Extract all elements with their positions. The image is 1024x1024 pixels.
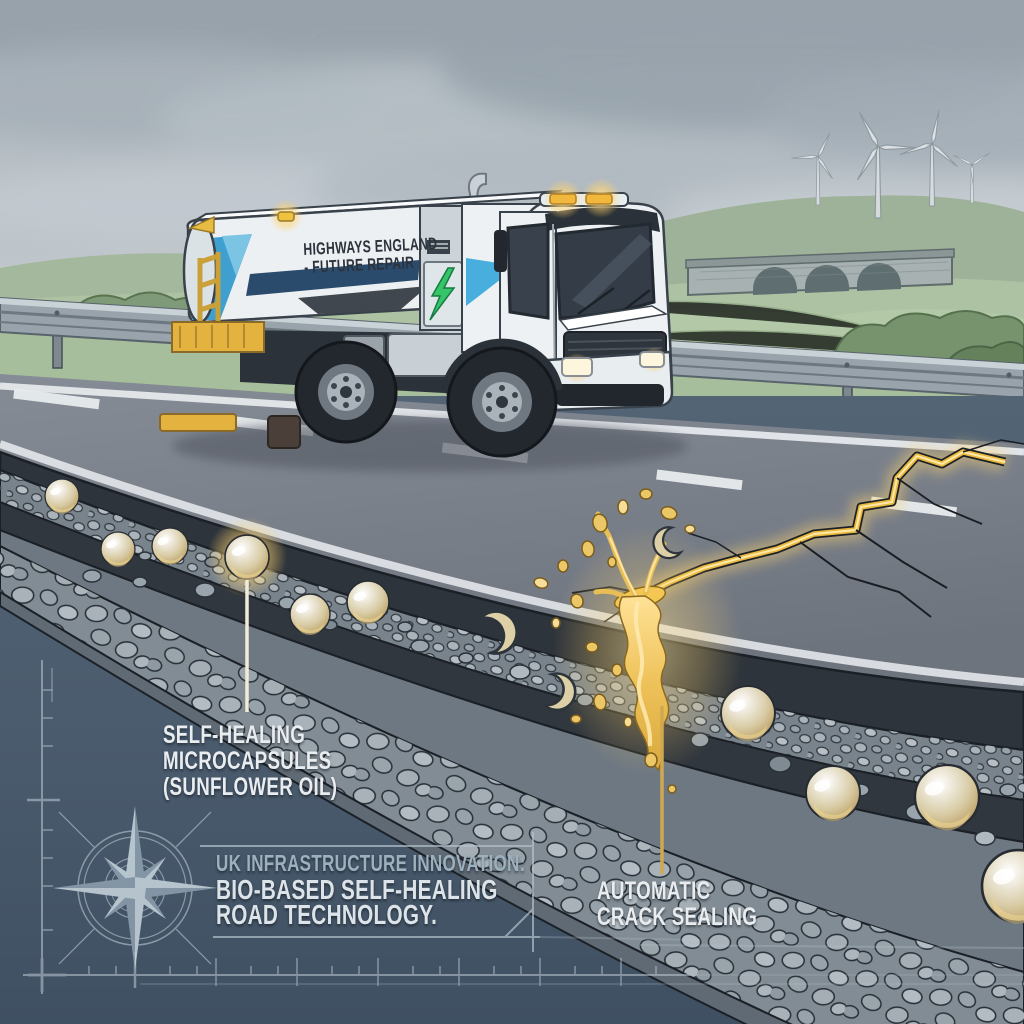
truck-rear-wheel [294,340,398,444]
crack-sealing-callout: AUTOMATIC CRACK SEALING [597,878,757,930]
bumper-insert [556,384,664,406]
crack-sealing-callout-line1: AUTOMATIC [597,877,711,905]
rear-access-ladder [159,252,265,432]
headlight [561,357,593,377]
amber-beacon-light [585,193,613,205]
truck-front-wheel [441,338,563,458]
door-window [506,222,550,320]
microcapsules-callout-line2: MICROCAPSULES [163,747,332,775]
caption-line1: UK INFRASTRUCTURE INNOVATION: [216,850,526,876]
microcapsules-callout: SELF-HEALING MICROCAPSULES (SUNFLOWER OI… [163,722,337,800]
lightning-bolt-icon [429,267,456,321]
grille-slash [558,305,669,331]
truck-equipment-panel [419,205,467,331]
caption-line3: ROAD TECHNOLOGY. [216,899,438,930]
microcapsule-highlighted [224,534,270,581]
truck-shadow [172,420,688,472]
microcapsules-callout-line1: SELF-HEALING [163,721,306,749]
truck-livery-text: HIGHWAYS ENGLAND - FUTURE REPAIR [303,234,438,277]
blueprint-overlay [23,660,1024,994]
compass-rose-icon [53,806,217,970]
truck-cab [494,178,674,412]
crack-sealing-callout-line2: CRACK SEALING [597,903,758,931]
microcapsules-callout-line3: (SUNFLOWER OIL) [163,773,338,801]
amber-beacon-light [549,193,577,205]
viaduct [685,248,955,297]
self-healing-microcapsules [44,478,1024,925]
oil-droplets [533,488,696,794]
sealant-splash [474,488,743,794]
broken-capsule-shells [474,526,685,712]
base-strip [0,590,793,1024]
caption-title: UK INFRASTRUCTURE INNOVATION: BIO-BASED … [216,849,526,930]
road-cross-section [0,450,1024,1024]
caption-box [200,832,1024,952]
tank-beacon-light [277,211,295,222]
caption-line2: BIO-BASED SELF-HEALING [216,874,498,905]
maintenance-truck [159,172,688,472]
headlight [639,351,665,368]
side-mirror [494,230,507,272]
